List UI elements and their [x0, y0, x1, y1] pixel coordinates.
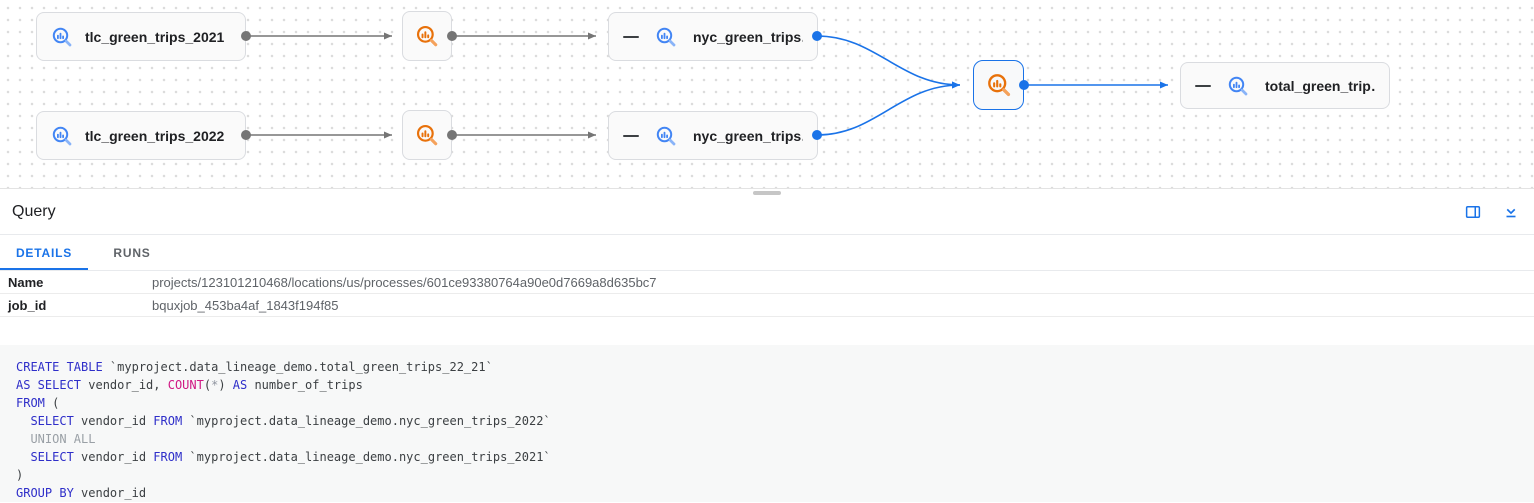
bigquery-table-icon [1228, 76, 1248, 95]
process-node-query-1[interactable] [402, 11, 452, 61]
sql-code: CREATE TABLE `myproject.data_lineage_dem… [0, 345, 1534, 502]
panel-header: Query [0, 189, 1534, 235]
node-label: tlc_green_trips_2022 [85, 127, 225, 144]
bigquery-query-icon [987, 73, 1010, 96]
lineage-graph-canvas[interactable]: tlc_green_trips_2021 nyc_green_trips… tl… [0, 0, 1534, 189]
detail-row-name: Name projects/123101210468/locations/us/… [0, 271, 1534, 294]
tab-runs[interactable]: RUNS [113, 245, 151, 260]
edge-blue [816, 81, 961, 136]
table-node-tlc-green-trips-2022[interactable]: tlc_green_trips_2022 [36, 111, 246, 160]
collapse-panel-icon[interactable] [1502, 203, 1520, 221]
collapse-minus-icon[interactable] [623, 134, 639, 137]
node-label: tlc_green_trips_2021 [85, 28, 225, 45]
panel-title: Query [12, 202, 56, 220]
collapse-minus-icon[interactable] [1195, 84, 1211, 87]
panel-header-actions [1464, 203, 1520, 221]
panel-tabs: DETAILS RUNS [0, 235, 1534, 271]
detail-value: bquxjob_453ba4af_1843f194f85 [152, 297, 339, 313]
details-panel: Query DETAILS RUNS Name projects/1231012… [0, 189, 1534, 502]
panel-resize-handle[interactable] [753, 191, 781, 195]
node-label: nyc_green_trips… [693, 127, 803, 144]
bigquery-query-icon [416, 25, 438, 47]
process-node-query-selected[interactable] [973, 60, 1024, 110]
bigquery-table-icon [656, 126, 676, 145]
node-label: total_green_trip… [1265, 77, 1375, 94]
table-node-nyc-green-trips-2021[interactable]: nyc_green_trips… [608, 12, 818, 61]
collapse-minus-icon[interactable] [623, 35, 639, 38]
detail-label: job_id [8, 297, 47, 313]
spacer [0, 317, 1534, 345]
process-node-query-2[interactable] [402, 110, 452, 160]
bigquery-table-icon [656, 26, 676, 46]
detail-row-job-id: job_id bquxjob_453ba4af_1843f194f85 [0, 294, 1534, 317]
bigquery-query-icon [416, 124, 438, 146]
detail-label: Name [8, 274, 44, 290]
table-node-nyc-green-trips-2022[interactable]: nyc_green_trips… [608, 111, 818, 160]
tab-details[interactable]: DETAILS [0, 235, 88, 270]
table-node-total-green-trips[interactable]: total_green_trip… [1180, 62, 1390, 109]
bigquery-table-icon [52, 26, 72, 46]
open-side-panel-icon[interactable] [1464, 203, 1482, 221]
detail-value: projects/123101210468/locations/us/proce… [152, 274, 657, 290]
table-node-tlc-green-trips-2021[interactable]: tlc_green_trips_2021 [36, 12, 246, 61]
bigquery-table-icon [52, 126, 72, 145]
node-label: nyc_green_trips… [693, 28, 803, 45]
details-table: Name projects/123101210468/locations/us/… [0, 271, 1534, 317]
edge-blue [816, 35, 961, 89]
